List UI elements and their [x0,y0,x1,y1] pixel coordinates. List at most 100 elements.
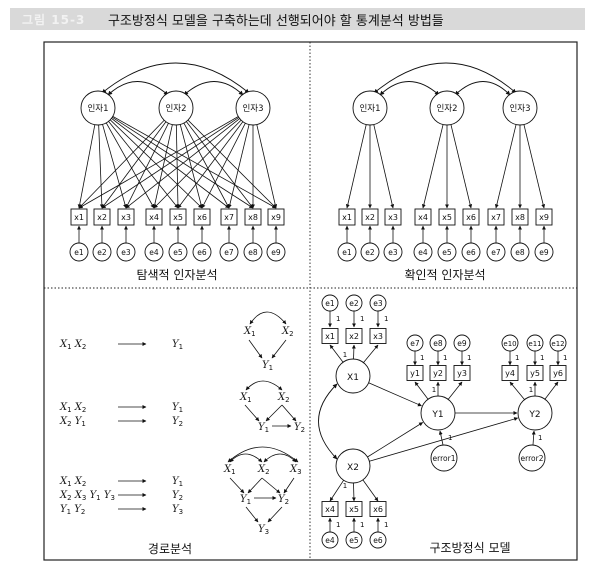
indicator-box [267,208,285,226]
arrow [244,404,260,422]
arrow [245,506,259,523]
factor-node [158,90,194,126]
indicator-box [338,208,356,226]
indicator-label: x4 [325,505,335,514]
error-label: e8 [433,339,443,348]
indicator-box [462,208,480,226]
loading-arrow [98,124,104,209]
loading-arrow [509,381,525,400]
error-node [413,242,433,262]
loading-arrow [153,119,242,209]
error-label: e6 [466,248,476,257]
covariance-arc [263,453,297,463]
indicator-box [511,208,529,226]
indicator-box [406,365,424,381]
lbl-x: X [59,339,68,350]
svg-text:X1 X2: X1 X2 [59,476,86,488]
error-node [116,242,136,262]
error-label: e4 [325,536,335,545]
loading-label: 1 [540,354,544,362]
loading-label: 1 [448,434,452,442]
error-node [534,242,554,262]
error-label: e4 [418,248,428,257]
latent-node [335,358,371,394]
factor-node [429,90,465,126]
indicator-box [321,501,339,517]
indicator-label: x7 [491,213,501,222]
covariance-arc [373,62,517,94]
error-node [266,242,286,262]
indicator-label: y6 [553,369,563,378]
svg-text:X1 X2: X1 X2 [59,339,86,351]
error-node [168,242,188,262]
svg-text:X1: X1 [239,392,252,404]
loading-arrow [185,121,254,209]
loading-arrow [105,122,155,209]
indicator-label: y1 [410,369,420,378]
svg-text:Y2: Y2 [278,494,289,506]
indicator-box [501,365,519,381]
error-node [437,242,457,262]
loading-arrow [362,479,379,502]
indicator-label: x5 [349,505,359,514]
disturbance-node [430,444,458,472]
error-label: e6 [197,248,207,257]
arrow [265,404,283,422]
arrow [531,430,536,446]
indicator-label: x9 [539,213,549,222]
indicator-box [117,208,135,226]
indicator-box [384,208,402,226]
svg-text:X2 X3 Y1 Y3: X2 X3 Y1 Y3 [59,490,115,502]
factor-node [80,90,116,126]
indicator-label: x1 [74,213,84,222]
loading-label: 1 [529,386,533,394]
error-label: e7 [224,248,234,257]
disturbance-label: error1 [433,454,456,463]
panel-caption: 구조방정식 모델 [429,541,510,555]
loading-arrow [187,119,277,209]
indicator-label: x2 [97,213,107,222]
structural-path [368,382,422,407]
error-label: e1 [325,299,335,308]
indicator-label: x5 [173,213,183,222]
indicator-box [453,365,471,381]
error-node [219,242,239,262]
loading-arrow [102,124,127,209]
svg-text:Y1 Y2: Y1 Y2 [60,504,85,516]
loading-arrow [152,124,173,209]
loading-label: 1 [420,354,424,362]
svg-text:Y3: Y3 [258,524,269,536]
loading-label: 1 [384,315,388,323]
arrow [229,477,245,494]
loading-arrow [227,124,250,209]
error-label: e2 [365,248,375,257]
indicator-box [487,208,505,226]
loading-arrow [125,118,240,209]
svg-text:X2: X2 [277,392,290,404]
panel-caption: 확인적 인자분석 [404,268,485,282]
indicator-label: x4 [149,213,159,222]
factor-node [502,90,538,126]
indicator-box [438,208,456,226]
indicator-label: x4 [418,213,428,222]
svg-text:X2: X2 [281,326,294,338]
error-node [510,242,530,262]
svg-text:X1 X2: X1 X2 [59,402,86,414]
indicator-box [345,328,363,344]
loading-label: 1 [467,354,471,362]
path-caption: 경로분석 [148,542,192,556]
svg-text:Y1: Y1 [240,494,251,506]
factor-label: 인자1 [359,103,380,114]
loading-arrow [450,124,473,209]
loading-arrow [183,122,230,209]
covariance-arc [379,81,440,96]
error-label: e5 [442,248,452,257]
svg-text:Y2: Y2 [294,422,305,434]
indicator-label: x2 [349,332,359,341]
svg-text:X2: X2 [257,464,270,476]
figure-header: 그림 15-3 구조방정식 모델을 구축하는데 선행되어야 할 통계분석 방법들 [10,8,585,30]
error-node [461,242,481,262]
loading-arrow [78,116,239,209]
